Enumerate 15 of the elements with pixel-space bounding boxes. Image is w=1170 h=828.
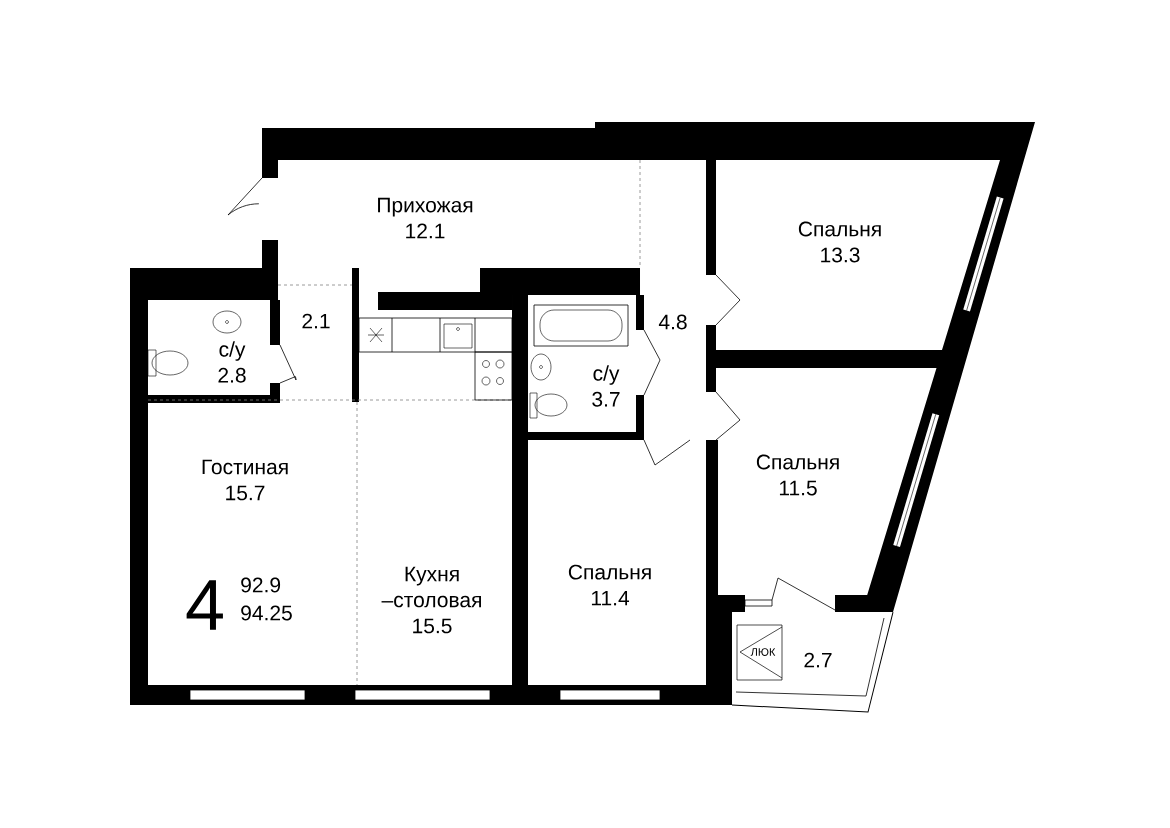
room-label: Спальня 11.4 [568, 564, 651, 606]
area-value: 92.9 [241, 577, 281, 593]
hatch-label: ЛЮК [750, 648, 776, 656]
room-label: 2.7 [804, 652, 832, 668]
room-label: Кухня –столовая 15.5 [381, 566, 481, 634]
room-label: Прихожая 12.1 [378, 197, 473, 239]
room-label: 4.8 [658, 314, 687, 330]
area-value: 94.25 [241, 605, 292, 621]
room-label: 2.1 [302, 313, 330, 329]
room-label: Спальня 11.5 [756, 454, 839, 496]
room-label: Спальня 13.3 [798, 221, 881, 263]
room-label: с/у 2.8 [218, 341, 246, 383]
room-label: Гостиная 15.7 [202, 459, 288, 501]
room-count: 4 [186, 580, 223, 630]
room-label: с/у 3.7 [592, 365, 620, 407]
